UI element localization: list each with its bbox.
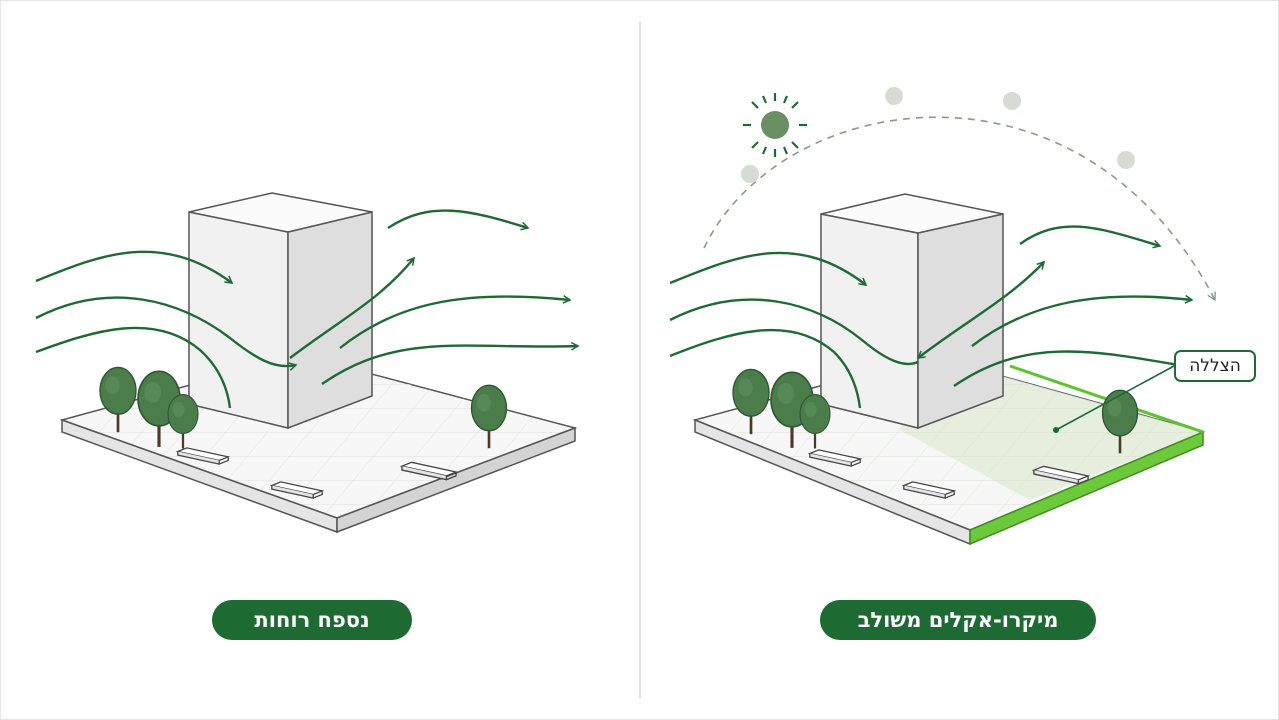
wind-arrow-icon xyxy=(669,298,919,366)
left-building xyxy=(188,192,373,430)
wind-arrow-icon xyxy=(918,262,1044,359)
right-wind-arrows xyxy=(669,225,1196,409)
left-panel-label: נספח רוחות xyxy=(212,600,412,640)
left-wind-arrows xyxy=(35,209,578,409)
wind-arrow-icon xyxy=(953,350,1196,387)
wind-arrow-icon xyxy=(35,250,232,284)
wind-arrow-icon xyxy=(387,209,528,228)
sun-icon xyxy=(743,93,807,157)
wind-arrow-icon xyxy=(289,258,414,359)
callout-leader xyxy=(1053,365,1175,433)
left-panel xyxy=(35,192,578,534)
wind-arrow-icon xyxy=(35,296,296,367)
wind-arrow-icon xyxy=(669,328,862,409)
shade-edge xyxy=(969,430,1204,546)
wind-arrow-icon xyxy=(339,296,570,349)
wind-arrow-icon xyxy=(971,296,1192,347)
shading-callout: הצללה xyxy=(1174,350,1256,382)
wind-arrow-icon xyxy=(35,326,232,409)
wind-arrow-icon xyxy=(669,251,866,286)
right-panel-label: מיקרו-אקלים משולב xyxy=(820,600,1096,640)
wind-arrow-icon xyxy=(1019,225,1160,246)
sun-path-icon xyxy=(703,87,1216,302)
wind-arrow-icon xyxy=(321,346,578,385)
right-panel xyxy=(669,87,1216,546)
right-building xyxy=(820,193,1004,430)
